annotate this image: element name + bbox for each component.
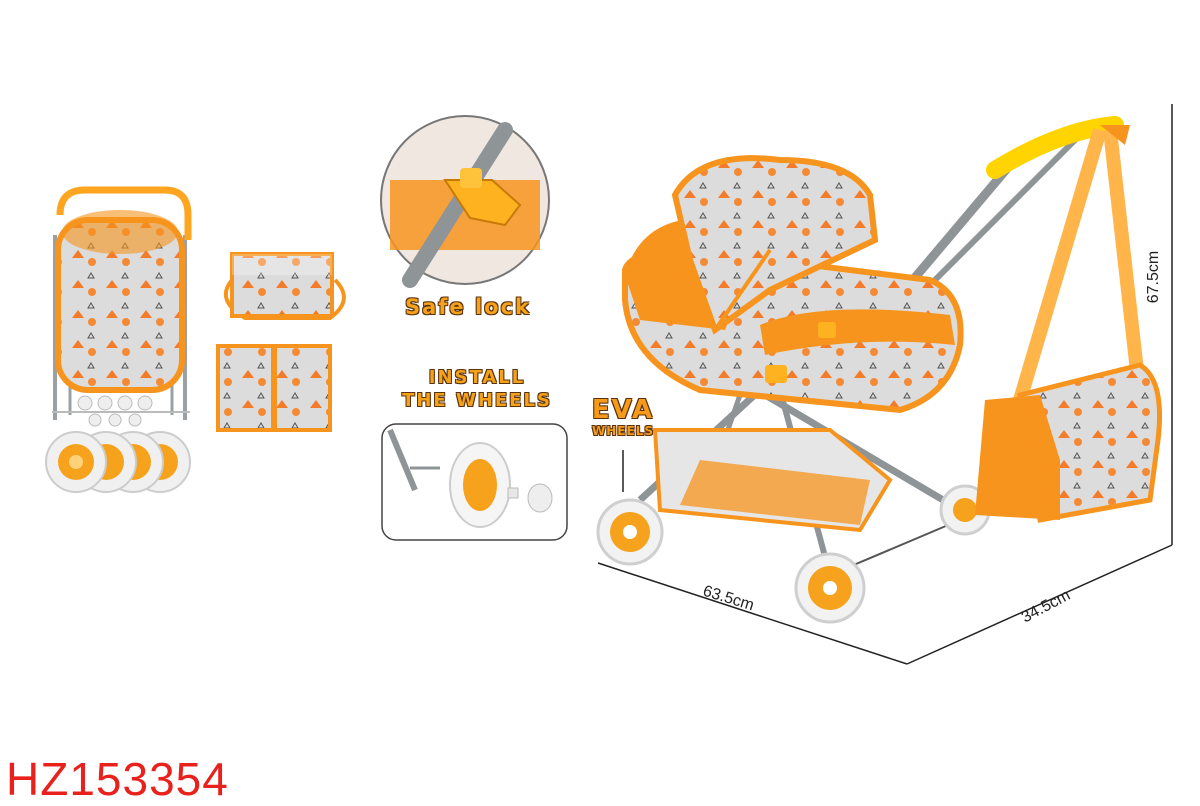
front-wheel-right (794, 552, 866, 624)
install-wheels-detail (381, 423, 568, 541)
folded-stroller (52, 186, 192, 427)
main-stroller (596, 116, 1124, 624)
hanging-bag (975, 125, 1163, 523)
front-wheel-left (596, 498, 664, 566)
eva-text: EVA (591, 395, 655, 425)
eva-wheels-label: EVA WHEELS (588, 396, 658, 438)
product-code: HZ153354 (6, 753, 229, 805)
safe-lock-detail (380, 115, 550, 288)
wheels-text: WHEELS (592, 424, 654, 438)
height-dimension: 67.5cm (1145, 250, 1163, 304)
safe-lock-label: Safe lock (405, 295, 532, 319)
install-wheels-line2: THE WHEELS (402, 390, 552, 411)
spare-wheels (45, 431, 191, 493)
install-wheels-label: INSTALL THE WHEELS (392, 366, 562, 412)
folded-bag (216, 252, 346, 432)
dimension-lines (597, 104, 1173, 665)
install-wheels-line1: INSTALL (428, 367, 526, 388)
